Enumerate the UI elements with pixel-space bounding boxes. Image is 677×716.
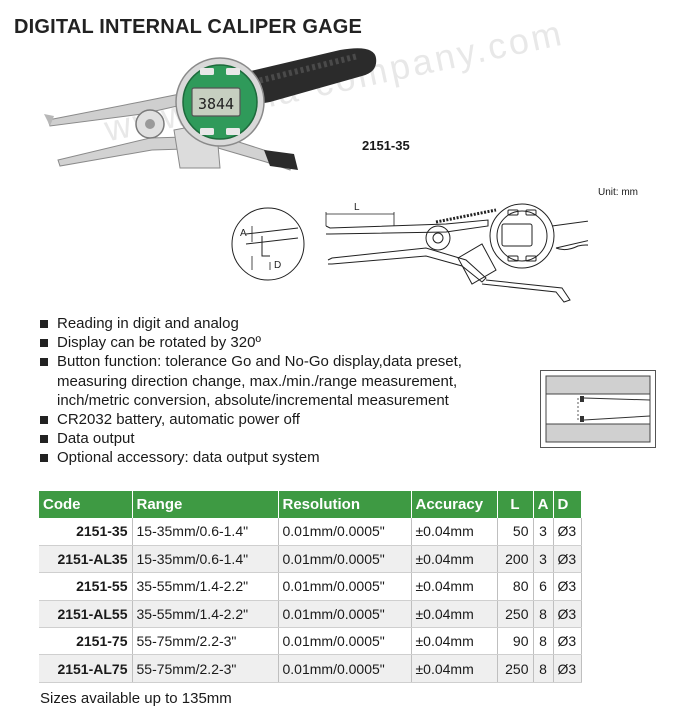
header-range: Range bbox=[132, 491, 279, 518]
technical-drawing: L A D bbox=[231, 202, 588, 303]
cell-resolution: 0.01mm/0.0005" bbox=[278, 545, 412, 574]
model-label: 2151-35 bbox=[362, 138, 410, 153]
cell-a: 8 bbox=[533, 654, 554, 683]
cell-code: 2151-AL55 bbox=[39, 600, 133, 629]
cell-range: 55-75mm/2.2-3" bbox=[132, 627, 279, 656]
cell-d: Ø3 bbox=[553, 627, 582, 656]
cell-range: 15-35mm/0.6-1.4" bbox=[132, 518, 279, 546]
cell-range: 55-75mm/2.2-3" bbox=[132, 654, 279, 683]
feature-continuation: measuring direction change, max./min./ra… bbox=[57, 372, 458, 390]
cell-d: Ø3 bbox=[553, 545, 582, 574]
feature-item: Button function: tolerance Go and No-Go … bbox=[40, 352, 462, 371]
cell-d: Ø3 bbox=[553, 600, 582, 629]
dim-label-d: D bbox=[274, 260, 281, 271]
cell-a: 6 bbox=[533, 572, 554, 601]
feature-item: Reading in digit and analog bbox=[40, 314, 462, 333]
header-resolution: Resolution bbox=[278, 491, 412, 518]
cell-a: 3 bbox=[533, 545, 554, 574]
cell-code: 2151-35 bbox=[39, 518, 133, 546]
table-row: 2151-AL35 15-35mm/0.6-1.4" 0.01mm/0.0005… bbox=[39, 545, 582, 574]
cell-accuracy: ±0.04mm bbox=[411, 572, 498, 601]
header-accuracy: Accuracy bbox=[411, 491, 498, 518]
table-header-row: Code Range Resolution Accuracy L A D bbox=[39, 491, 582, 518]
cell-resolution: 0.01mm/0.0005" bbox=[278, 627, 412, 656]
header-code: Code bbox=[39, 491, 133, 518]
cell-accuracy: ±0.04mm bbox=[411, 654, 498, 683]
unit-label: Unit: mm bbox=[598, 187, 638, 198]
cell-a: 8 bbox=[533, 627, 554, 656]
table-row: 2151-75 55-75mm/2.2-3" 0.01mm/0.0005" ±0… bbox=[39, 627, 582, 656]
cell-d: Ø3 bbox=[553, 654, 582, 683]
dim-label-a: A bbox=[240, 228, 247, 239]
cell-resolution: 0.01mm/0.0005" bbox=[278, 518, 412, 546]
cell-resolution: 0.01mm/0.0005" bbox=[278, 654, 412, 683]
footnote: Sizes available up to 135mm bbox=[40, 690, 232, 707]
cell-resolution: 0.01mm/0.0005" bbox=[278, 600, 412, 629]
cell-code: 2151-55 bbox=[39, 572, 133, 601]
feature-continuation: inch/metric conversion, absolute/increme… bbox=[57, 391, 449, 409]
specs-table: Code Range Resolution Accuracy L A D 215… bbox=[39, 491, 582, 683]
cell-code: 2151-AL75 bbox=[39, 654, 133, 683]
feature-list: Reading in digit and analog Display can … bbox=[40, 314, 462, 468]
dim-label-l: L bbox=[354, 202, 360, 213]
page-title: DIGITAL INTERNAL CALIPER GAGE bbox=[14, 16, 363, 38]
cell-l: 90 bbox=[497, 627, 534, 656]
cell-d: Ø3 bbox=[553, 518, 582, 546]
cell-l: 80 bbox=[497, 572, 534, 601]
cell-a: 3 bbox=[533, 518, 554, 546]
cell-accuracy: ±0.04mm bbox=[411, 627, 498, 656]
feature-item: Data output bbox=[40, 429, 462, 448]
cell-range: 35-55mm/1.4-2.2" bbox=[132, 600, 279, 629]
table-row: 2151-AL55 35-55mm/1.4-2.2" 0.01mm/0.0005… bbox=[39, 600, 582, 629]
cell-code: 2151-AL35 bbox=[39, 545, 133, 574]
lcd-reading: 3844 bbox=[198, 95, 234, 113]
cell-a: 8 bbox=[533, 600, 554, 629]
cell-d: Ø3 bbox=[553, 572, 582, 601]
cell-l: 200 bbox=[497, 545, 534, 574]
cell-accuracy: ±0.04mm bbox=[411, 545, 498, 574]
cell-l: 250 bbox=[497, 600, 534, 629]
cell-range: 35-55mm/1.4-2.2" bbox=[132, 572, 279, 601]
cell-accuracy: ±0.04mm bbox=[411, 600, 498, 629]
cell-accuracy: ±0.04mm bbox=[411, 518, 498, 546]
cell-l: 250 bbox=[497, 654, 534, 683]
caliper-photo: 3844 bbox=[44, 48, 377, 171]
usage-inset-illustration bbox=[540, 370, 656, 448]
cell-code: 2151-75 bbox=[39, 627, 133, 656]
table-row: 2151-55 35-55mm/1.4-2.2" 0.01mm/0.0005" … bbox=[39, 572, 582, 601]
cell-range: 15-35mm/0.6-1.4" bbox=[132, 545, 279, 574]
cell-l: 50 bbox=[497, 518, 534, 546]
header-l: L bbox=[497, 491, 534, 518]
table-row: 2151-35 15-35mm/0.6-1.4" 0.01mm/0.0005" … bbox=[39, 518, 582, 546]
cell-resolution: 0.01mm/0.0005" bbox=[278, 572, 412, 601]
table-row: 2151-AL75 55-75mm/2.2-3" 0.01mm/0.0005" … bbox=[39, 654, 582, 683]
feature-item: Optional accessory: data output system bbox=[40, 448, 462, 467]
feature-item: Display can be rotated by 320º bbox=[40, 333, 462, 352]
header-a: A bbox=[533, 491, 554, 518]
feature-item: CR2032 battery, automatic power off bbox=[40, 410, 462, 429]
header-d: D bbox=[553, 491, 582, 518]
